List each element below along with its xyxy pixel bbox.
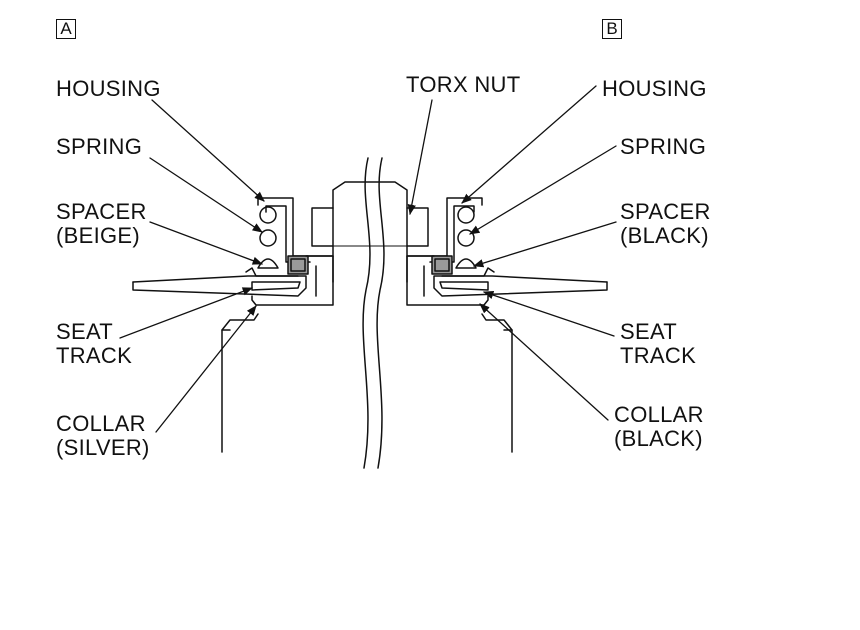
leader-b-housing — [461, 85, 597, 204]
torx-nut-shape — [311, 181, 429, 283]
label-a-collar-color: (SILVER) — [56, 435, 150, 460]
leader-lines — [119, 85, 617, 433]
label-b-seat: SEAT — [620, 319, 678, 344]
label-b-track: TRACK — [620, 343, 697, 368]
label-a-spacer: SPACER — [56, 199, 147, 224]
assembly-a-spacer — [287, 255, 309, 275]
assembly-b-seat-track — [433, 267, 608, 297]
leader-a-spring — [149, 157, 263, 233]
assembly-a-springs — [257, 206, 279, 269]
view-tag-b: B — [602, 19, 622, 39]
label-torx-nut: TORX NUT — [406, 72, 521, 97]
label-b-collar-color: (BLACK) — [614, 426, 703, 451]
view-tag-a: A — [56, 19, 76, 39]
label-a-spacer-color: (BEIGE) — [56, 223, 140, 248]
assembly-b-springs — [455, 206, 477, 269]
center-shaft — [362, 157, 385, 469]
leader-b-seat-track — [483, 291, 615, 337]
label-b-collar: COLLAR — [614, 402, 704, 427]
assembly-b-collar — [406, 255, 489, 306]
assembly-a-seat-track — [132, 267, 307, 297]
label-a-seat: SEAT — [56, 319, 114, 344]
leader-a-seat-track — [119, 287, 253, 339]
leader-a-collar — [155, 305, 257, 433]
label-b-spacer: SPACER — [620, 199, 711, 224]
leader-b-collar — [479, 303, 609, 421]
leader-b-spring — [469, 145, 617, 235]
label-a-collar: COLLAR — [56, 411, 146, 436]
label-a-spring: SPRING — [56, 134, 143, 159]
label-a-track: TRACK — [56, 343, 133, 368]
leader-a-spacer — [149, 221, 263, 265]
assembly-b-rail — [481, 313, 513, 453]
leader-a-housing — [151, 99, 265, 202]
assembly-a-collar — [251, 255, 334, 306]
label-b-housing: HOUSING — [602, 76, 707, 101]
assembly-b-spacer — [431, 255, 453, 275]
leader-b-spacer — [473, 221, 617, 268]
assembly-a-rail — [221, 313, 259, 453]
leader-torx-nut — [407, 99, 433, 216]
label-b-spring: SPRING — [620, 134, 707, 159]
label-b-spacer-color: (BLACK) — [620, 223, 709, 248]
label-a-housing: HOUSING — [56, 76, 161, 101]
